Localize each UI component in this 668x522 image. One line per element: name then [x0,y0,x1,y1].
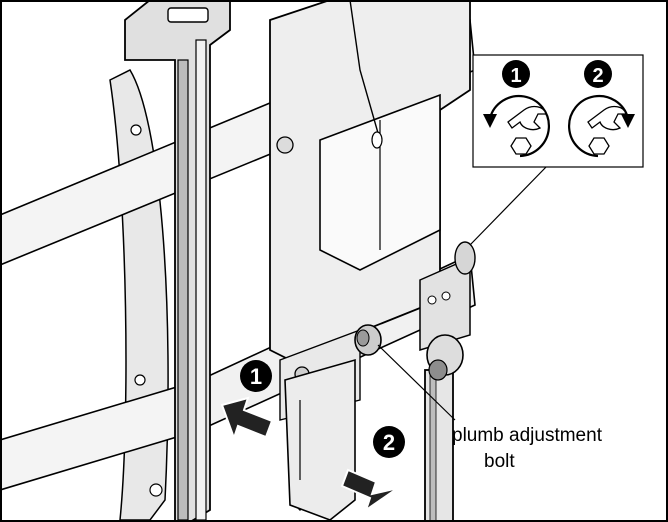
plumb-adjustment-bolt [354,241,476,381]
leader-lines [377,164,549,421]
plumb-bolt-label-line-1: plumb adjustment [452,425,602,446]
inset-step-2-number: 2 [592,65,603,87]
inset-step-1-callout: 1 [502,60,530,88]
rotate-clockwise-wrench-icon [567,94,635,158]
lower-bracket [284,358,454,522]
step-2-callout: 2 [373,426,405,458]
inset-step-2-callout: 2 [584,60,612,88]
step-1-callout: 1 [240,360,272,392]
movement-arrow-2 [340,468,399,513]
movement-arrow-1 [220,396,274,442]
plumb-bolt-label-line-2: bolt [484,451,515,472]
inset-step-1-number: 1 [510,65,521,87]
step-2-number: 2 [383,430,395,455]
rotate-counterclockwise-wrench-icon [483,94,551,158]
rotation-inset: 1 2 [472,54,644,168]
step-1-number: 1 [250,364,262,389]
